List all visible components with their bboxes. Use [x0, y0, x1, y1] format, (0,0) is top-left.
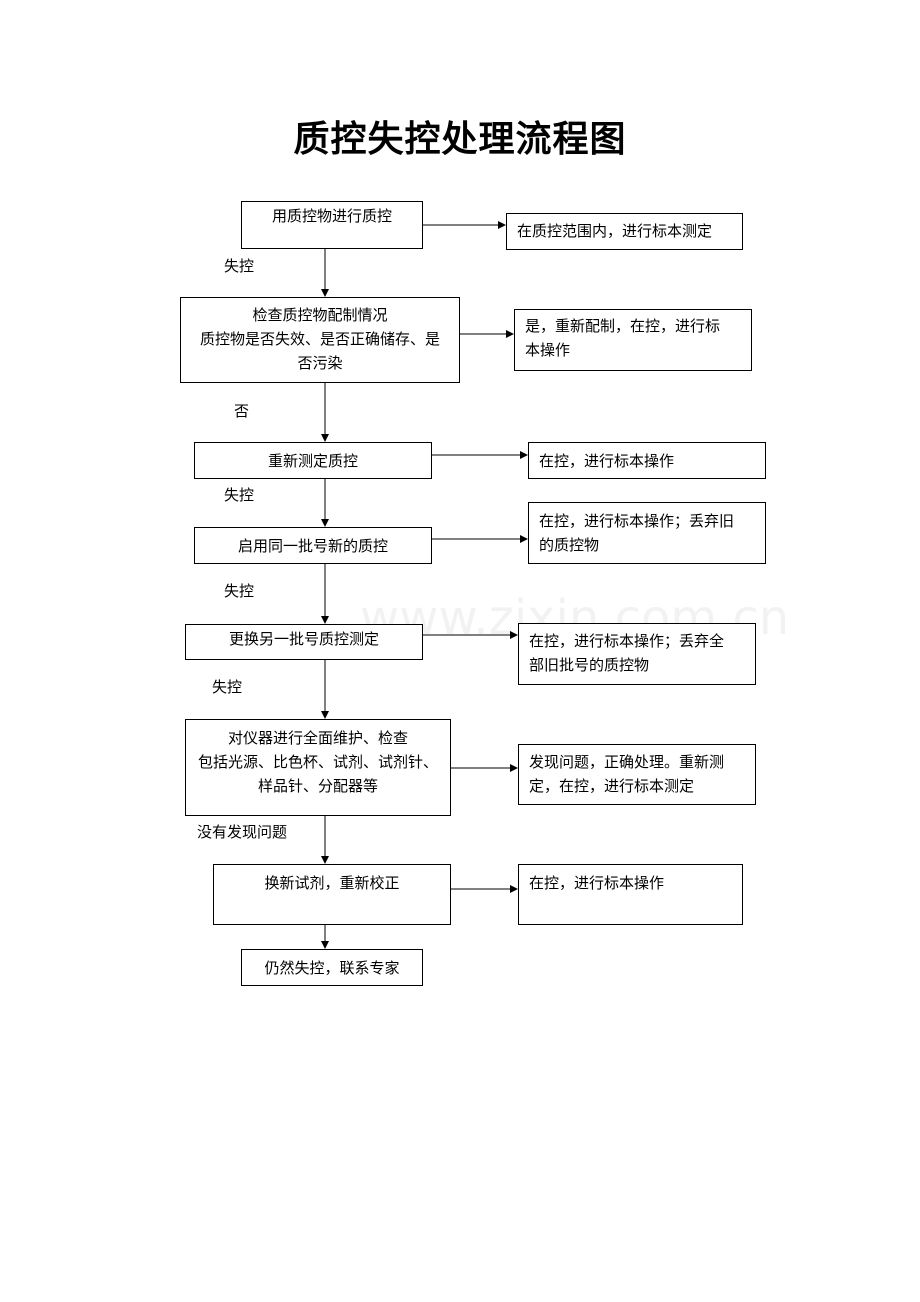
outcome-text: 在控，进行标本操作；丢弃旧: [539, 512, 735, 530]
outcome-box-in-control-2: 在控，进行标本操作: [518, 864, 743, 925]
step-text: 仍然失控，联系专家: [264, 959, 400, 977]
step-box-new-reagent-recalibrate: 换新试剂，重新校正: [213, 864, 451, 925]
step-text: 质控物是否失效、是否正确储存、是: [199, 330, 440, 348]
edge-label-out-of-control: 失控: [224, 486, 255, 504]
edge-label-no-problem-found: 没有发现问题: [197, 823, 288, 841]
step-box-new-same-lot: 启用同一批号新的质控: [194, 527, 432, 564]
outcome-text: 是，重新配制，在控，进行标: [525, 317, 721, 335]
step-text: 更换另一批号质控测定: [228, 630, 379, 648]
step-text: 用质控物进行质控: [271, 207, 392, 225]
outcome-text: 在质控范围内，进行标本测定: [517, 222, 713, 240]
outcome-text: 定，在控，进行标本测定: [529, 777, 695, 795]
step-box-contact-expert: 仍然失控，联系专家: [241, 949, 423, 986]
outcome-box-discard-old-control: 在控，进行标本操作；丢弃旧 的质控物: [528, 502, 766, 564]
outcome-text: 部旧批号的质控物: [529, 656, 650, 674]
step-box-check-preparation: 检查质控物配制情况 质控物是否失效、是否正确储存、是 否污染: [180, 297, 460, 383]
outcome-box-reprepare: 是，重新配制，在控，进行标 本操作: [514, 309, 752, 371]
step-text: 重新测定质控: [267, 452, 358, 470]
step-text: 换新试剂，重新校正: [264, 874, 400, 892]
step-box-remeasure-qc: 重新测定质控: [194, 442, 432, 479]
step-text: 包括光源、比色杯、试剂、试剂针、: [197, 753, 438, 771]
outcome-text: 本操作: [525, 341, 571, 359]
step-box-instrument-maintenance: 对仪器进行全面维护、检查 包括光源、比色杯、试剂、试剂针、 样品针、分配器等: [185, 719, 451, 816]
outcome-box-discard-old-lot: 在控，进行标本操作；丢弃全 部旧批号的质控物: [518, 623, 756, 685]
page-title: 质控失控处理流程图: [293, 118, 627, 160]
outcome-box-in-control-1: 在控，进行标本操作: [528, 442, 766, 479]
outcome-text: 发现问题，正确处理。重新测: [529, 753, 725, 771]
edge-label-out-of-control: 失控: [224, 257, 255, 275]
edge-label-out-of-control: 失控: [224, 582, 255, 600]
step-text: 检查质控物配制情况: [252, 306, 388, 324]
outcome-text: 在控，进行标本操作: [529, 874, 665, 892]
outcome-text: 的质控物: [539, 536, 600, 554]
outcome-text: 在控，进行标本操作；丢弃全: [529, 632, 725, 650]
step-text: 否污染: [297, 354, 343, 372]
edge-label-out-of-control: 失控: [212, 678, 243, 696]
outcome-box-problem-found: 发现问题，正确处理。重新测 定，在控，进行标本测定: [518, 744, 756, 805]
outcome-box-in-range: 在质控范围内，进行标本测定: [506, 213, 743, 250]
step-box-change-lot: 更换另一批号质控测定: [185, 624, 423, 660]
outcome-text: 在控，进行标本操作: [539, 452, 675, 470]
step-text: 样品针、分配器等: [257, 777, 378, 795]
step-text: 启用同一批号新的质控: [237, 537, 388, 555]
step-box-qc-with-control: 用质控物进行质控: [241, 201, 423, 249]
step-text: 对仪器进行全面维护、检查: [227, 729, 408, 747]
edge-label-no: 否: [234, 402, 250, 420]
